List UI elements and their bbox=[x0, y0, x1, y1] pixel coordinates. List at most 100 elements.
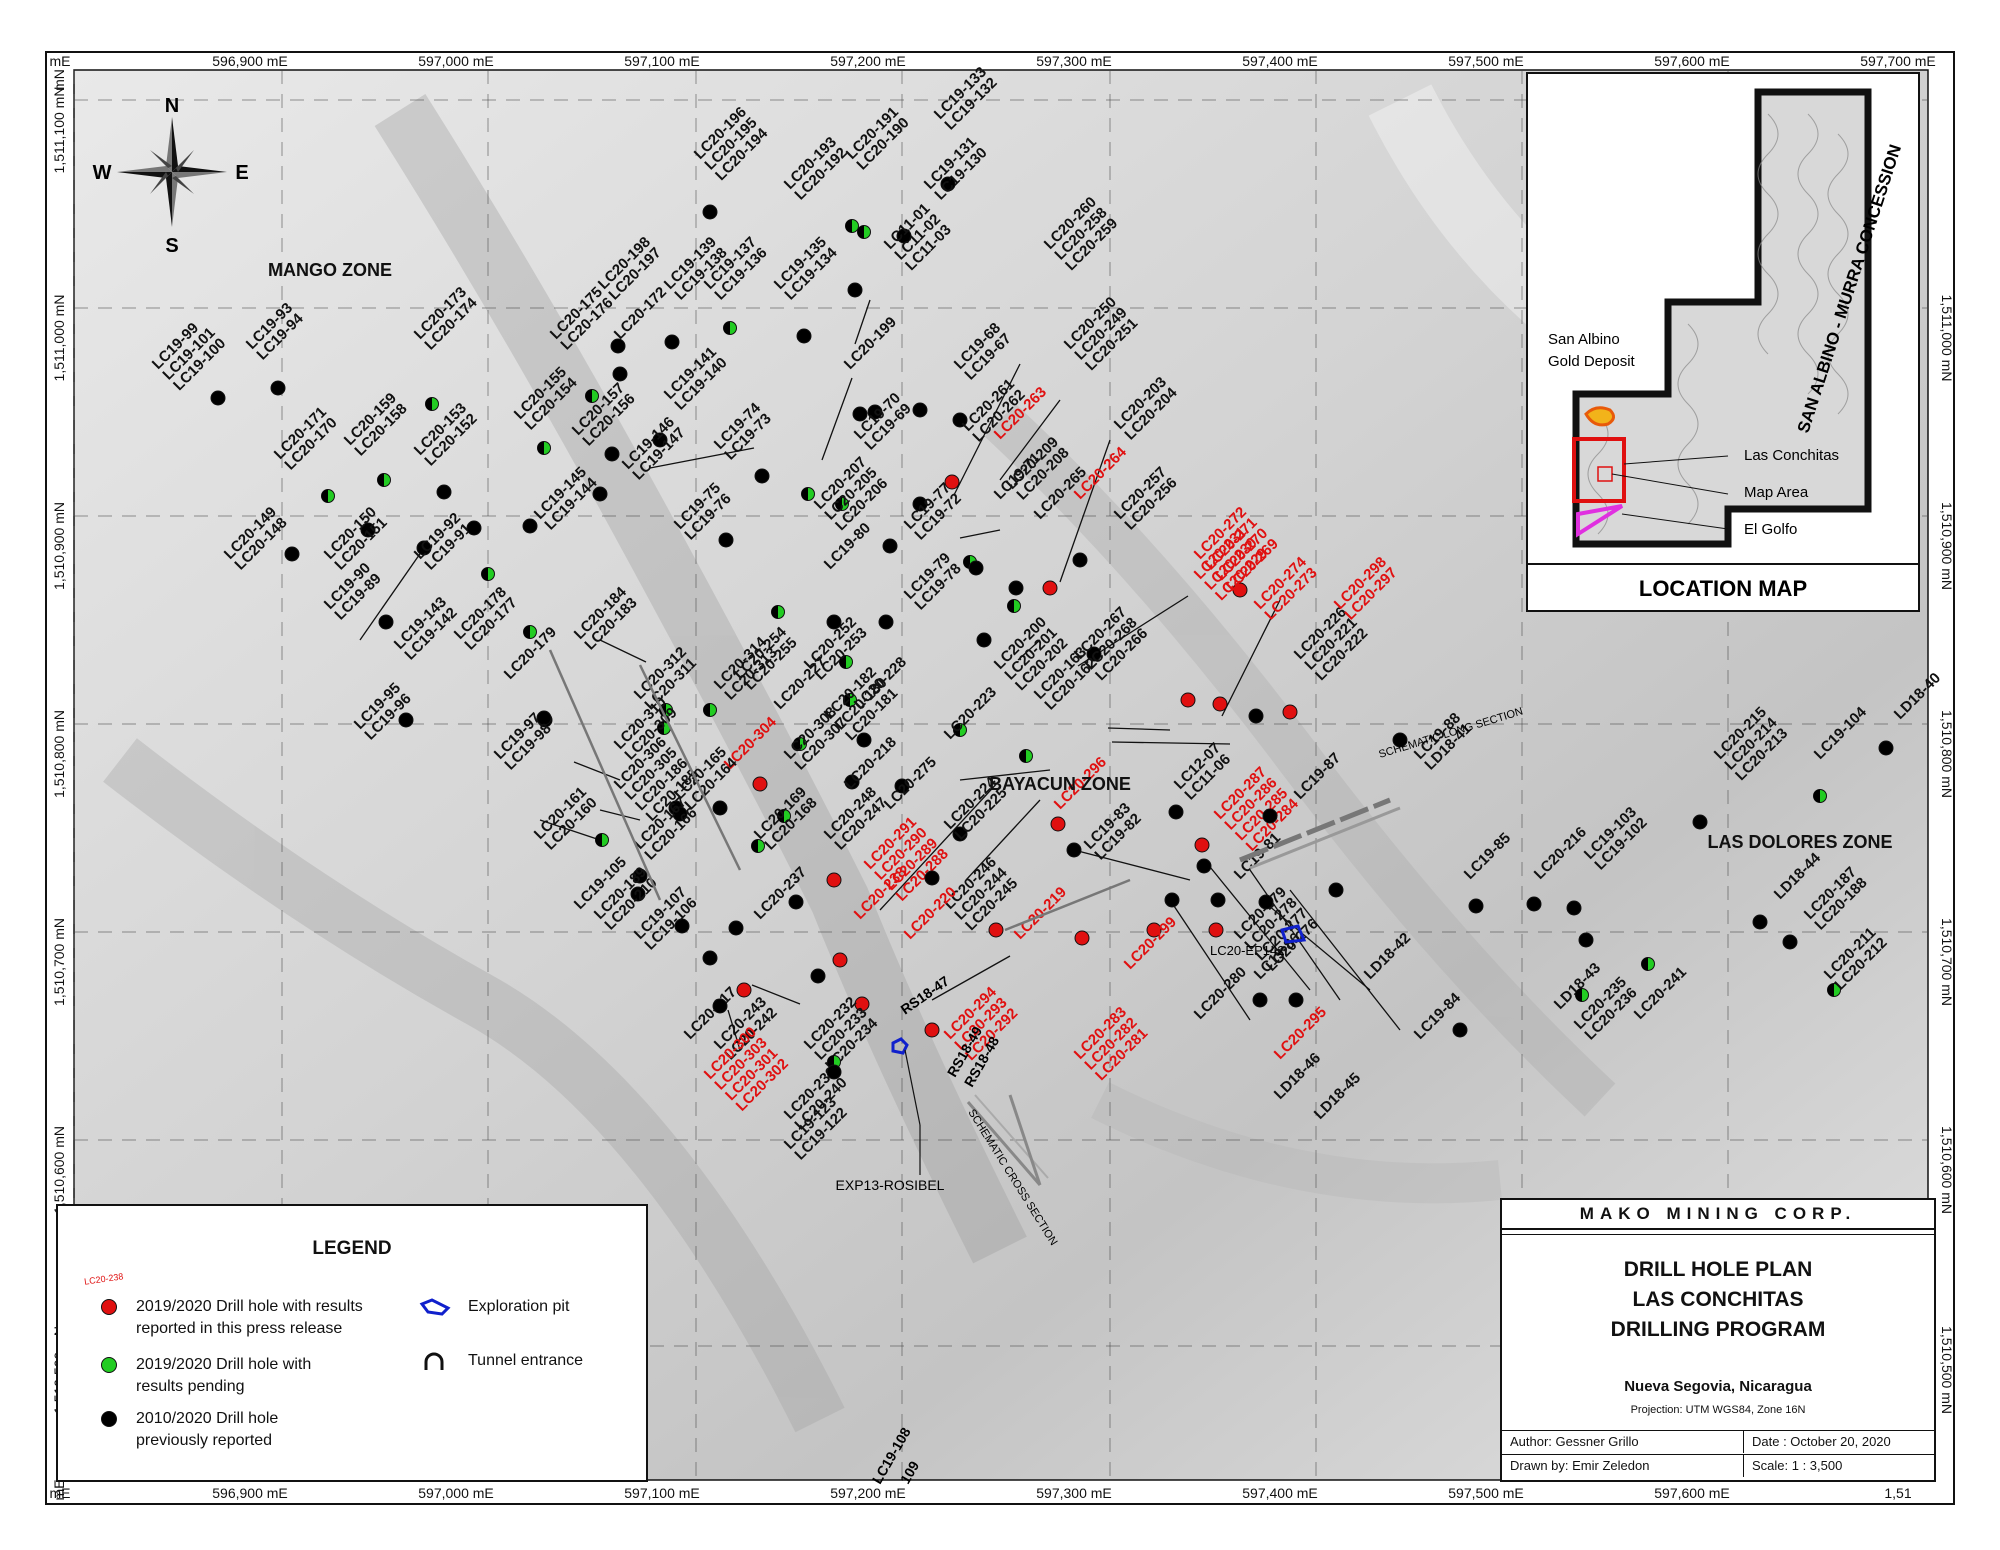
scale-cell: Scale: 1 : 3,500 bbox=[1744, 1454, 1936, 1477]
las-dolores-zone-label: LAS DOLORES ZONE bbox=[1707, 832, 1892, 852]
hole-dot bbox=[878, 614, 894, 630]
hole-dot bbox=[826, 614, 842, 630]
top-tick-label: 597,500 mE bbox=[1448, 53, 1524, 69]
hole-dot bbox=[1782, 934, 1798, 950]
hole-dot bbox=[912, 496, 928, 512]
region-label: Nueva Segovia, Nicaragua bbox=[1624, 1378, 1812, 1395]
legend-item-pit: Exploration pit bbox=[418, 1296, 569, 1318]
hole-dot bbox=[1074, 930, 1090, 946]
legend-title: LEGEND bbox=[312, 1238, 392, 1259]
bottom-tick-label: 597,200 mE bbox=[830, 1485, 906, 1501]
hole-dot bbox=[610, 338, 626, 354]
hole-dot bbox=[674, 918, 690, 934]
hole-dot bbox=[672, 806, 688, 822]
title-block: MAKO MINING CORP. DRILL HOLE PLAN LAS CO… bbox=[1500, 1198, 1936, 1482]
top-tick-label: mE bbox=[50, 53, 71, 69]
hole-dot bbox=[652, 432, 668, 448]
hole-dot bbox=[1328, 882, 1344, 898]
hole-dot bbox=[210, 390, 226, 406]
bottom-tick-label: 597,400 mE bbox=[1242, 1485, 1318, 1501]
bottom-tick-label: 596,900 mE bbox=[212, 1485, 288, 1501]
ep142-label: LC20-EP142 bbox=[1210, 943, 1284, 958]
left-tick-label: 1,510,800 mN bbox=[51, 710, 67, 798]
hole-dot bbox=[810, 968, 826, 984]
bottom-tick-label: 597,100 mE bbox=[624, 1485, 700, 1501]
green-dot-icon bbox=[101, 1357, 117, 1373]
las-conchitas-area bbox=[1572, 437, 1626, 503]
hole-dot bbox=[612, 366, 628, 382]
hole-dot bbox=[736, 982, 752, 998]
hole-dot bbox=[664, 334, 680, 350]
el-golfo-label: El Golfo bbox=[1744, 521, 1797, 538]
hole-dot bbox=[1180, 692, 1196, 708]
hole-dot bbox=[940, 176, 956, 192]
right-tick-label: 1,511,000 mN bbox=[1939, 295, 1955, 382]
left-tick-label: 1,511,000 mN bbox=[51, 295, 67, 382]
exploration-pit-rs18 bbox=[891, 1037, 909, 1055]
tunnel-entrance-icon bbox=[424, 1352, 444, 1370]
red-dot-icon bbox=[101, 1299, 117, 1315]
hole-dot bbox=[1526, 896, 1542, 912]
hole-dot bbox=[718, 532, 734, 548]
bottom-tick-label: 597,500 mE bbox=[1448, 1485, 1524, 1501]
right-tick-label: 1,510,700 mN bbox=[1939, 918, 1955, 1006]
top-tick-label: 597,000 mE bbox=[418, 53, 494, 69]
north-arrow: N S E W bbox=[93, 95, 249, 257]
location-map-title: LOCATION MAP bbox=[1639, 576, 1807, 601]
bottom-tick-label: mE bbox=[50, 1485, 71, 1501]
hole-dot bbox=[826, 1064, 842, 1080]
hole-dot bbox=[1146, 922, 1162, 938]
hole-dot bbox=[856, 732, 872, 748]
legend-item-pending-text: 2019/2020 Drill hole with results pendin… bbox=[136, 1356, 312, 1395]
legend-item-pit-text: Exploration pit bbox=[468, 1298, 570, 1315]
hole-dot bbox=[378, 614, 394, 630]
hole-dot bbox=[1282, 704, 1298, 720]
hole-dot bbox=[752, 776, 768, 792]
hole-dot bbox=[630, 886, 646, 902]
compass-east: E bbox=[235, 162, 248, 184]
bottom-tick-label: 597,600 mE bbox=[1654, 1485, 1730, 1501]
black-dot-icon bbox=[101, 1411, 117, 1427]
diagonal-guide-lines bbox=[548, 649, 1131, 932]
right-tick-label: 1,510,500 mN bbox=[1939, 1326, 1955, 1414]
bayacun-zone-label: BAYACUN ZONE bbox=[989, 774, 1131, 794]
top-tick-label: 596,900 mE bbox=[212, 53, 288, 69]
hole-dot bbox=[270, 380, 286, 396]
hole-dot bbox=[968, 560, 984, 576]
left-tick-label: mE bbox=[51, 1480, 67, 1501]
hole-dot bbox=[896, 228, 912, 244]
hole-dot bbox=[1468, 898, 1484, 914]
location-map-inset: SAN ALBINO - MURRA CONCESSION San Albino… bbox=[1526, 72, 1920, 612]
legend-sample-label: LC20-238 bbox=[83, 1271, 125, 1287]
hole-dot bbox=[1066, 842, 1082, 858]
hole-dot bbox=[1168, 804, 1184, 820]
hole-dot bbox=[284, 546, 300, 562]
top-tick-label: 597,700 mE bbox=[1860, 53, 1936, 69]
hole-dot bbox=[882, 538, 898, 554]
deposit-label-2: Gold Deposit bbox=[1548, 353, 1636, 370]
san-albino-deposit bbox=[1584, 406, 1615, 427]
hole-dot bbox=[796, 328, 812, 344]
hole-dot bbox=[852, 406, 868, 422]
hole-dot bbox=[604, 446, 620, 462]
legend-item-previous-text: 2010/2020 Drill hole previously reported bbox=[136, 1410, 279, 1449]
las-conchitas-label: Las Conchitas bbox=[1744, 447, 1839, 464]
legend-item-reported-text: 2019/2020 Drill hole with results report… bbox=[136, 1298, 363, 1337]
author-cell: Author: Gessner Grillo bbox=[1502, 1430, 1744, 1453]
hole-dot bbox=[952, 412, 968, 428]
hole-dot bbox=[1086, 646, 1102, 662]
hole-dot bbox=[466, 520, 482, 536]
hole-dot bbox=[952, 826, 968, 842]
hole-dot bbox=[1452, 1022, 1468, 1038]
hole-dot bbox=[754, 468, 770, 484]
hole-dot bbox=[702, 204, 718, 220]
compass-south: S bbox=[165, 235, 178, 257]
exploration-pit-ep142 bbox=[1280, 924, 1307, 944]
hole-dot bbox=[988, 922, 1004, 938]
legend-item-reported: 2019/2020 Drill hole with results report… bbox=[98, 1296, 363, 1340]
date-cell: Date : October 20, 2020 bbox=[1744, 1430, 1936, 1453]
top-tick-label: 597,600 mE bbox=[1654, 53, 1730, 69]
top-tick-label: 597,200 mE bbox=[830, 53, 906, 69]
hole-dot bbox=[924, 1022, 940, 1038]
bottom-tick-label: 597,300 mE bbox=[1036, 1485, 1112, 1501]
